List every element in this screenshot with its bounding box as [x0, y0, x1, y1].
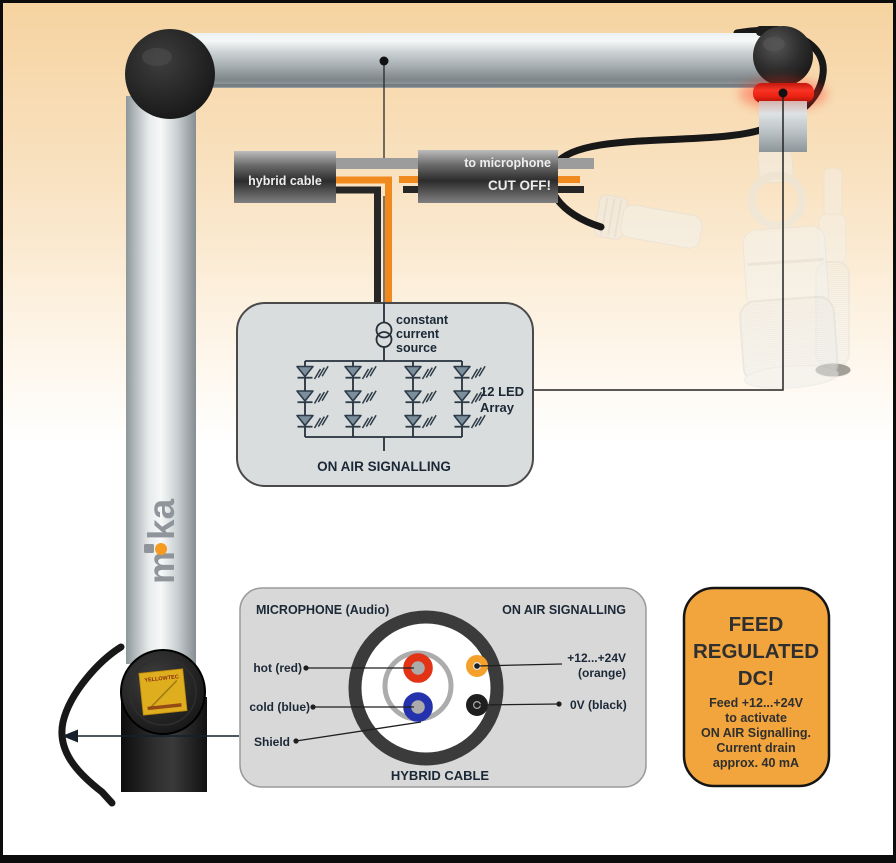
base-cable — [58, 643, 125, 807]
feed-body-3: ON AIR Signalling. — [701, 726, 811, 740]
plus-label-1: +12...+24V — [567, 651, 626, 665]
orange-wire — [336, 176, 392, 303]
led-box-panel — [236, 302, 534, 487]
leader-lines — [295, 663, 563, 742]
feed-body-4: Current drain — [716, 741, 795, 755]
shield-label: Shield — [254, 735, 290, 749]
led-icon — [453, 365, 471, 378]
feed-title-1: FEED — [729, 613, 784, 636]
led-icon — [404, 365, 422, 378]
arm-base: YELLOWTEC — [120, 649, 207, 792]
led-icon — [404, 390, 422, 402]
cross-title-left: MICROPHONE (Audio) — [256, 603, 389, 617]
feed-body-1: Feed +12...+24V — [709, 696, 803, 710]
led-icon — [344, 365, 362, 378]
hot-label: hot (red) — [253, 661, 302, 675]
zero-label: 0V (black) — [570, 698, 627, 712]
mika-logo-orange-dot — [155, 543, 167, 555]
led-icon — [344, 414, 362, 427]
led-icon — [296, 390, 314, 402]
feed-regulated-note: FEED REGULATED DC! Feed +12...+24V to ac… — [682, 586, 831, 788]
led-symbols — [296, 365, 486, 429]
led-array-label-1: 12 LED — [480, 384, 524, 399]
hybrid-cable-cut-diagram: hybrid cable to microphone CUT OFF! — [234, 150, 594, 303]
leader-dot-icon — [778, 88, 788, 98]
mika-logo-m: m — [141, 551, 182, 584]
leader-dot-icon — [379, 56, 389, 66]
ccs-label-1: constant — [396, 313, 449, 327]
led-icon — [296, 414, 314, 427]
ledbox-to-ring-leader — [533, 88, 788, 391]
feed-note-panel — [682, 586, 831, 788]
led-array-label-2: Array — [480, 400, 515, 415]
yellowtec-sticker: YELLOWTEC — [138, 668, 188, 716]
plus-label-2: (orange) — [578, 666, 626, 680]
feed-body-2: to activate — [725, 711, 787, 725]
led-icon — [344, 390, 362, 402]
ccs-label-3: source — [396, 341, 437, 355]
mika-logo-ka: ka — [141, 498, 182, 540]
cold-label: cold (blue) — [249, 700, 310, 714]
arrow-left-icon — [62, 729, 78, 743]
cable-segment-right — [418, 150, 558, 203]
led-icon — [404, 414, 422, 427]
shield-to-arm-arrow — [62, 729, 239, 743]
black-wire — [336, 186, 381, 303]
on-air-signalling-caption: ON AIR SIGNALLING — [317, 459, 451, 474]
feed-body-5: approx. 40 mA — [713, 756, 799, 770]
arm-elbow-joint — [125, 29, 215, 119]
sticker-brand-text: YELLOWTEC — [144, 674, 179, 684]
arm-ball-joint — [753, 26, 813, 86]
cable-cross-section-diagram: MICROPHONE (Audio) ON AIR SIGNALLING hot… — [239, 587, 647, 788]
hybrid-cable-caption: HYBRID CABLE — [391, 768, 490, 783]
cut-off-label: CUT OFF! — [488, 178, 551, 193]
led-icon — [453, 390, 471, 402]
ccs-label-2: current — [396, 327, 440, 341]
current-source-icon — [375, 321, 393, 339]
arm-horizontal-tube — [152, 33, 778, 88]
hybrid-cable-label: hybrid cable — [248, 174, 322, 188]
led-icon — [453, 414, 471, 427]
boom-arm-photo: m ka YELLOWTEC — [58, 26, 827, 807]
feed-title-2: REGULATED — [693, 640, 819, 663]
led-array-diagram: constant current source 12 LED Array ON … — [236, 302, 534, 487]
cross-title-right: ON AIR SIGNALLING — [502, 603, 626, 617]
mika-logo: m ka — [141, 498, 182, 584]
feed-title-3: DC! — [738, 667, 774, 690]
cable-segment-left — [234, 151, 336, 203]
led-icon — [296, 365, 314, 378]
arm-vertical-tube — [126, 96, 196, 664]
to-microphone-label: to microphone — [464, 156, 551, 170]
shield-stripe — [336, 158, 418, 169]
